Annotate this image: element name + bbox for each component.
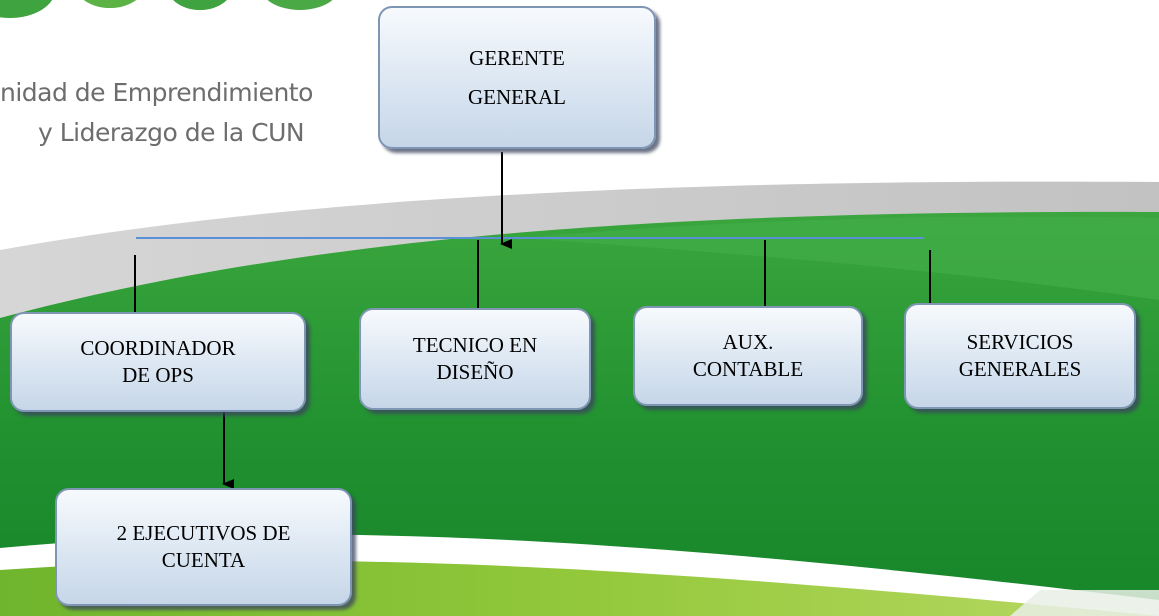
servicios-generales-box: SERVICIOS GENERALES <box>904 303 1136 409</box>
tecnico-diseno-line-1: TECNICO EN <box>412 333 538 358</box>
gerente-general-box: GERENTE GENERAL <box>378 6 656 149</box>
coordinador-ops-box: COORDINADOR DE OPS <box>10 312 306 412</box>
tecnico-diseno-box: TECNICO EN DISEÑO <box>359 308 591 410</box>
servicios-generales-line-2: GENERALES <box>958 357 1082 381</box>
aux-contable-line-2: CONTABLE <box>692 357 804 381</box>
aux-contable-line-1: AUX. <box>722 330 774 355</box>
coordinador-ops-line-2: DE OPS <box>122 363 194 387</box>
gerente-general-line-2: GENERAL <box>468 84 566 109</box>
aux-contable-box: AUX. CONTABLE <box>633 306 863 406</box>
ejecutivos-cuenta-line-2: CUENTA <box>161 548 246 572</box>
servicios-generales-line-1: SERVICIOS <box>966 330 1074 355</box>
logo-line-1: nidad de Emprendimiento <box>0 78 313 107</box>
logo-line-2: y Liderazgo de la CUN <box>38 118 305 147</box>
ejecutivos-cuenta-line-1: 2 EJECUTIVOS DE <box>116 521 291 546</box>
ejecutivos-cuenta-box: 2 EJECUTIVOS DE CUENTA <box>55 488 352 606</box>
coordinador-ops-line-1: COORDINADOR <box>80 336 236 361</box>
gerente-general-line-1: GERENTE <box>469 45 565 70</box>
tecnico-diseno-line-2: DISEÑO <box>436 360 514 384</box>
